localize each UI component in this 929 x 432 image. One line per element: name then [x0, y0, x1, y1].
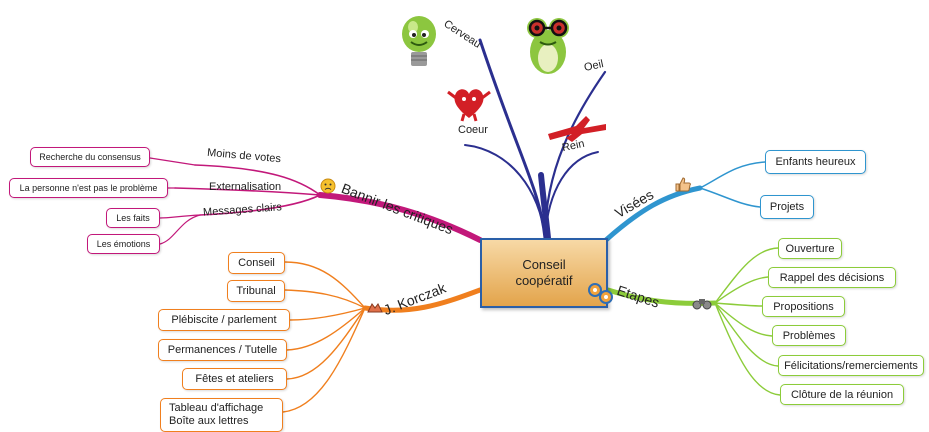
- lightbulb-icon: [398, 14, 440, 72]
- leaf-projets[interactable]: Projets: [760, 195, 814, 219]
- leaf-recherche-consensus[interactable]: Recherche du consensus: [30, 147, 150, 167]
- center-line-2: coopératif: [515, 273, 573, 288]
- heart-icon: [446, 82, 492, 122]
- center-line-1: Conseil: [522, 257, 566, 272]
- orange-branch: [282, 261, 483, 413]
- frog-with-glasses-icon: [522, 14, 574, 76]
- leaf-boite: Boîte aux lettres: [169, 415, 249, 427]
- leaf-plebiscite[interactable]: Plébiscite / parlement: [158, 309, 290, 331]
- leaf-felicitations[interactable]: Félicitations/remerciements: [778, 355, 924, 376]
- green-branch: [605, 247, 781, 396]
- leaf-permanences[interactable]: Permanences / Tutelle: [158, 339, 287, 361]
- hands-icon: [366, 300, 384, 316]
- gears-icon: [585, 280, 615, 308]
- top-branches: [464, 38, 607, 241]
- leaf-tableau: Tableau d'affichage: [169, 402, 264, 414]
- leaf-tribunal[interactable]: Tribunal: [227, 280, 285, 302]
- thumbs-up-icon: [674, 176, 692, 192]
- leaf-tableau-boite[interactable]: Tableau d'affichage Boîte aux lettres: [160, 398, 283, 432]
- leaf-fetes[interactable]: Fêtes et ateliers: [182, 368, 287, 390]
- central-topic[interactable]: Conseil coopératif: [480, 238, 608, 308]
- leaf-propositions[interactable]: Propositions: [762, 296, 845, 317]
- kidney-icon: [546, 114, 608, 144]
- leaf-conseil[interactable]: Conseil: [228, 252, 285, 274]
- leaf-problemes[interactable]: Problèmes: [772, 325, 846, 346]
- label-coeur[interactable]: Coeur: [458, 124, 488, 136]
- sub-externalisation[interactable]: Externalisation: [209, 181, 282, 193]
- leaf-rappel-decisions[interactable]: Rappel des décisions: [768, 267, 896, 288]
- leaf-personne-probleme[interactable]: La personne n'est pas le problème: [9, 178, 168, 198]
- frown-icon: [320, 178, 336, 194]
- leaf-cloture[interactable]: Clôture de la réunion: [780, 384, 904, 405]
- binoculars-icon: [692, 296, 712, 310]
- leaf-ouverture[interactable]: Ouverture: [778, 238, 842, 259]
- pink-branch: [149, 157, 483, 245]
- leaf-enfants-heureux[interactable]: Enfants heureux: [765, 150, 866, 174]
- leaf-les-faits[interactable]: Les faits: [106, 208, 160, 228]
- leaf-les-emotions[interactable]: Les émotions: [87, 234, 160, 254]
